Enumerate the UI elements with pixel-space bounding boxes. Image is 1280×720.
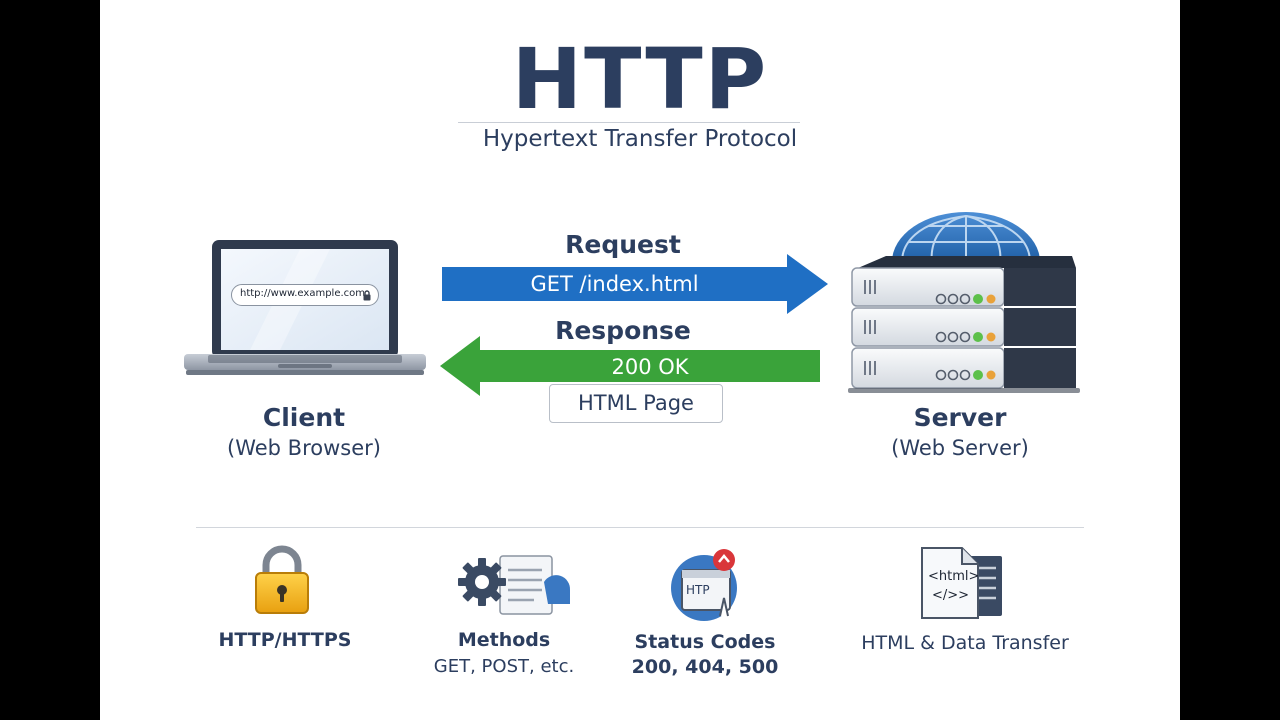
server-stack-icon (848, 212, 1080, 393)
page-title: HTTP (511, 30, 769, 128)
html-document-icon (921, 547, 1002, 619)
server-subtitle: (Web Server) (891, 436, 1029, 460)
response-label: Response (555, 316, 691, 345)
response-payload-box: HTML Page (549, 384, 723, 423)
request-arrow (442, 254, 828, 314)
doc-line-open: <html> (928, 569, 980, 584)
lock-mini-icon (363, 290, 371, 301)
feature-status-title: Status Codes (634, 631, 776, 653)
laptop-icon (184, 240, 426, 375)
diagram-canvas: HTTP Hypertext Transfer Protocol http://… (100, 0, 1180, 720)
request-text: GET /index.html (530, 272, 699, 296)
gear-document-icon (458, 555, 571, 615)
browser-address-bar[interactable]: http://www.example.com (231, 284, 379, 306)
feature-status-subtitle: 200, 404, 500 (631, 656, 779, 678)
status-badge-text: HTP (686, 583, 710, 597)
feature-methods-title: Methods (457, 629, 551, 651)
browser-status-icon (671, 549, 737, 621)
feature-html-title: HTML & Data Transfer (861, 632, 1069, 654)
client-subtitle: (Web Browser) (227, 436, 381, 460)
title-divider (458, 122, 800, 123)
feature-methods-subtitle: GET, POST, etc. (433, 656, 575, 677)
response-arrow (440, 336, 820, 396)
section-divider (196, 527, 1084, 528)
server-title: Server (913, 403, 1007, 432)
page-subtitle: Hypertext Transfer Protocol (482, 126, 798, 152)
response-text: 200 OK (611, 355, 689, 379)
client-title: Client (262, 403, 346, 432)
request-label: Request (565, 230, 681, 259)
padlock-icon (255, 545, 309, 614)
address-bar-url: http://www.example.com (240, 288, 366, 299)
doc-line-close: </>> (932, 588, 970, 603)
feature-https-title: HTTP/HTTPS (218, 629, 352, 651)
